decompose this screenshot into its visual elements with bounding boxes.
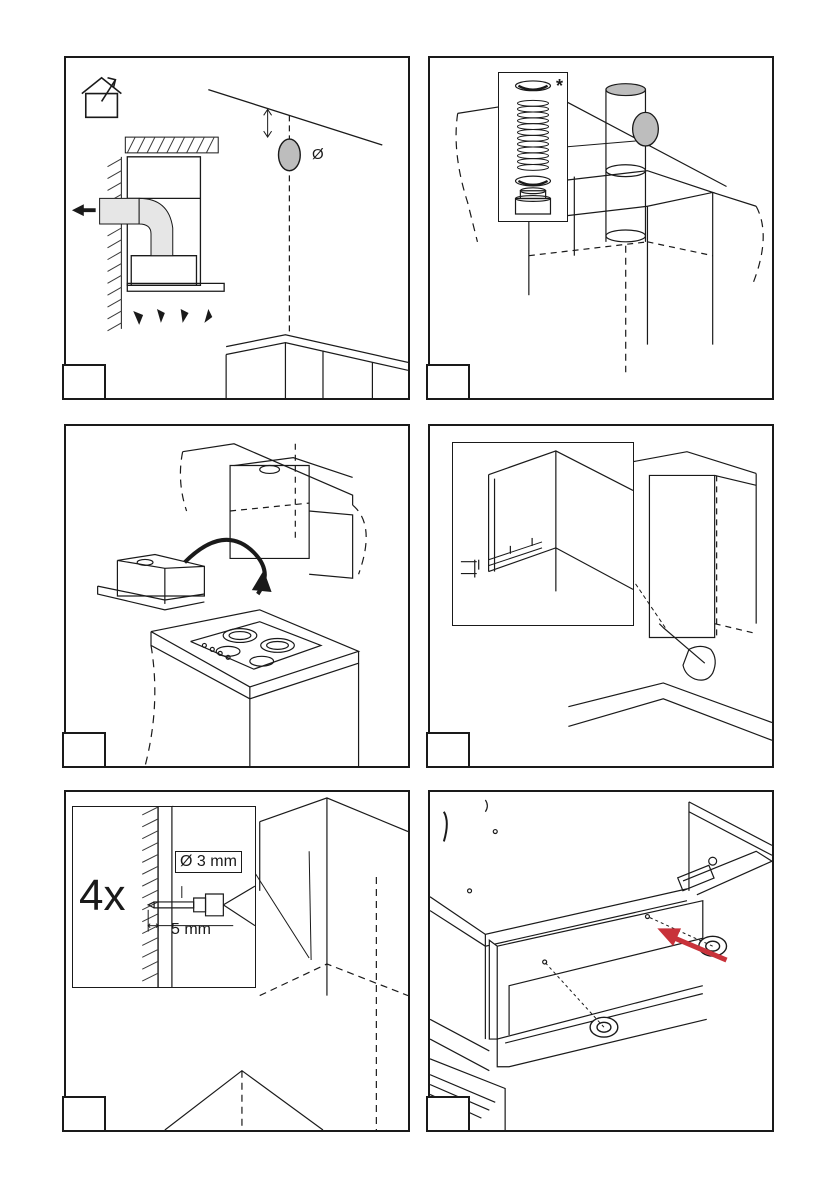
step-number-box-3: [62, 732, 106, 768]
drill-depth-label: 5 mm: [171, 921, 211, 939]
drill-diameter-label: Ø 3 mm: [175, 851, 242, 873]
step-number-box-4: [426, 732, 470, 768]
panel-2-illustration: [430, 58, 772, 398]
repeat-count-label: 4x: [79, 871, 125, 921]
duct-hole-icon: [279, 139, 301, 171]
panel-1-illustration: [66, 58, 408, 398]
panel-4-mark-holes: [428, 424, 774, 768]
diameter-label: Ø: [312, 146, 324, 163]
drill-bit-icon: [148, 886, 255, 926]
panel-5-drill-holes: 4x Ø 3 mm 5 mm: [64, 790, 410, 1132]
panel-3-illustration: [66, 426, 408, 766]
drill-detail-inset: 4x Ø 3 mm 5 mm: [72, 806, 256, 988]
house-exhaust-icon: [82, 78, 122, 118]
exhaust-arrow-icon: [72, 204, 96, 216]
panel-1-outdoor-exhaust: Ø: [64, 56, 410, 400]
panel-2-duct-connection: *: [428, 56, 774, 400]
step-number-box-1: [62, 364, 106, 400]
intake-arrows-icon: [133, 309, 212, 325]
panel-6-illustration: [430, 792, 772, 1130]
inner-cabinet-detail-icon: [453, 443, 633, 625]
panel-3-install-into-cabinet: [64, 424, 410, 768]
step-number-box-5: [62, 1096, 106, 1132]
hand-with-pencil-icon: [659, 624, 715, 680]
step-number-box-2: [426, 364, 470, 400]
step-number-box-6: [426, 1096, 470, 1132]
panel-6-insert-fixings: [428, 790, 774, 1132]
asterisk-mark: *: [556, 76, 563, 97]
detail-inset: [452, 442, 634, 626]
